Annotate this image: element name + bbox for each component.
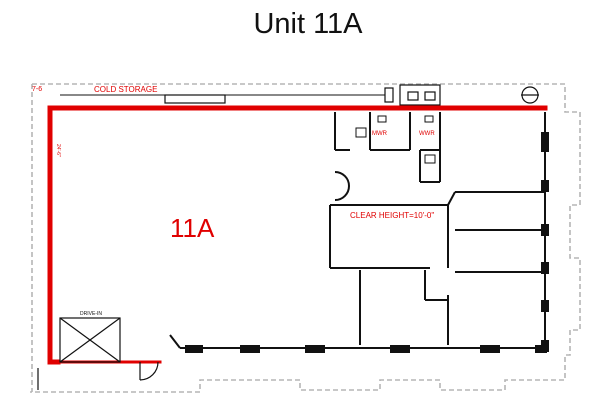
man-door bbox=[37, 361, 159, 390]
dimension-label: 24'-6" bbox=[55, 144, 61, 157]
drive-in-door bbox=[59, 317, 121, 363]
interior-walls bbox=[169, 112, 546, 352]
drive-in-label: DRIVE-IN bbox=[80, 311, 102, 317]
clear-height-label: CLEAR HEIGHT=10'-0" bbox=[350, 211, 434, 220]
building-boundary bbox=[30, 83, 581, 393]
structural-columns bbox=[185, 132, 549, 353]
washroom-fixtures bbox=[355, 115, 436, 164]
wwr-label: WWR bbox=[419, 131, 435, 137]
grid-ref-label: 7-6 bbox=[32, 86, 42, 93]
cold-storage-label: COLD STORAGE bbox=[94, 85, 157, 94]
unit-label: 11A bbox=[170, 213, 215, 243]
page-title: Unit 11A bbox=[253, 8, 363, 40]
mwr-label: MWR bbox=[372, 131, 388, 137]
upper-toilet-fixtures bbox=[384, 84, 539, 106]
cold-storage-strip bbox=[60, 94, 385, 104]
unit-outline bbox=[47, 105, 548, 365]
